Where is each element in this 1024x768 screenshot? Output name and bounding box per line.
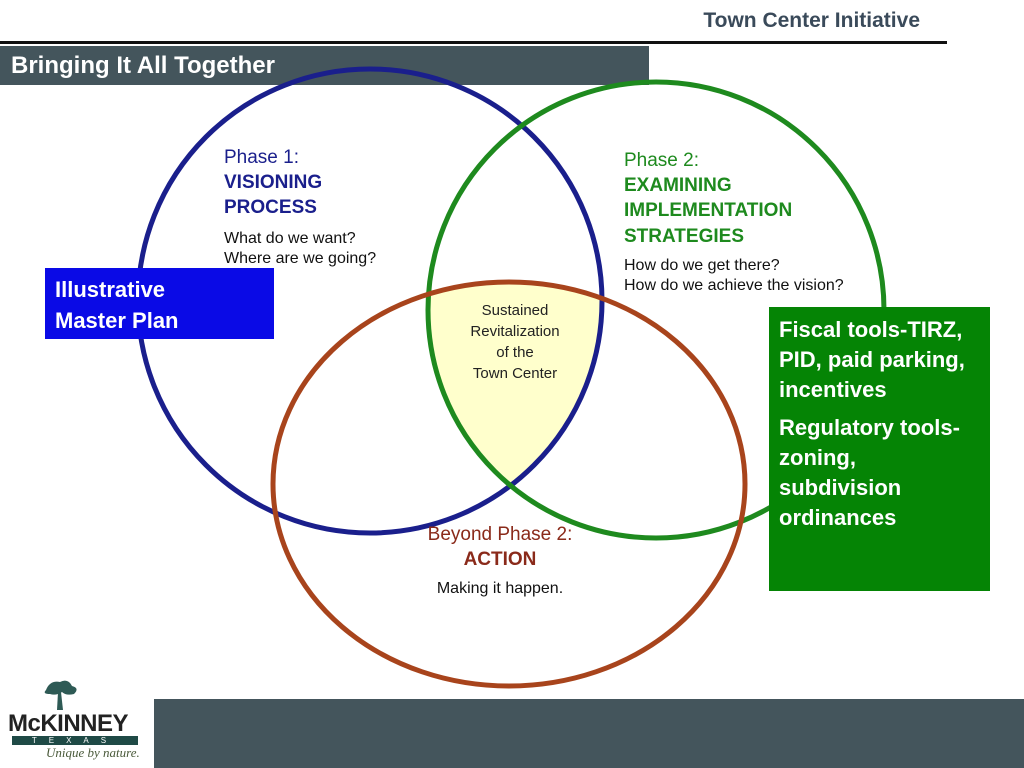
- fiscal-tools-text: Fiscal tools-TIRZ, PID, paid parking, in…: [779, 317, 965, 402]
- logo-tagline: Unique by nature.: [46, 745, 140, 760]
- phase2-title-line3: STRATEGIES: [624, 226, 744, 247]
- phase1-question2: Where are we going?: [224, 250, 376, 267]
- master-plan-line1: Illustrative: [55, 277, 166, 302]
- tree-icon: [44, 680, 77, 710]
- phase3-heading: Beyond Phase 2:: [428, 524, 573, 545]
- phase2-heading: Phase 2:: [624, 150, 699, 171]
- regulatory-tools-text: Regulatory tools-zoning, subdivision ord…: [779, 415, 960, 530]
- phase1-title-line2: PROCESS: [224, 197, 317, 218]
- mckinney-logo: McKINNEY TEXAS Unique by nature.: [8, 678, 148, 764]
- center-line4: Town Center: [473, 365, 557, 382]
- master-plan-callout: Illustrative Master Plan: [45, 268, 274, 339]
- center-line2: Revitalization: [470, 323, 559, 340]
- phase1-heading: Phase 1:: [224, 147, 299, 168]
- phase2-question2: How do we achieve the vision?: [624, 277, 844, 294]
- phase1-question1: What do we want?: [224, 230, 356, 247]
- center-line1: Sustained: [482, 302, 549, 319]
- slide-title: Bringing It All Together: [11, 52, 275, 79]
- footer-bar: [154, 699, 1024, 768]
- phase2-title-line1: EXAMINING: [624, 175, 732, 196]
- phase3-circle: [270, 279, 748, 689]
- slide-header-title: Town Center Initiative: [703, 9, 920, 32]
- phase1-title-line1: VISIONING: [224, 172, 322, 193]
- logo-name: McKINNEY: [8, 710, 129, 737]
- master-plan-line2: Master Plan: [55, 308, 179, 333]
- phase2-title-line2: IMPLEMENTATION: [624, 200, 792, 221]
- phase2-question1: How do we get there?: [624, 257, 780, 274]
- phase3-question1: Making it happen.: [437, 580, 563, 597]
- title-banner: Bringing It All Together: [0, 46, 649, 85]
- header-divider: [0, 41, 947, 44]
- phase3-title: ACTION: [464, 549, 537, 570]
- tools-callout: Fiscal tools-TIRZ, PID, paid parking, in…: [769, 307, 990, 591]
- logo-state: TEXAS: [12, 736, 138, 745]
- center-line3: of the: [496, 344, 534, 361]
